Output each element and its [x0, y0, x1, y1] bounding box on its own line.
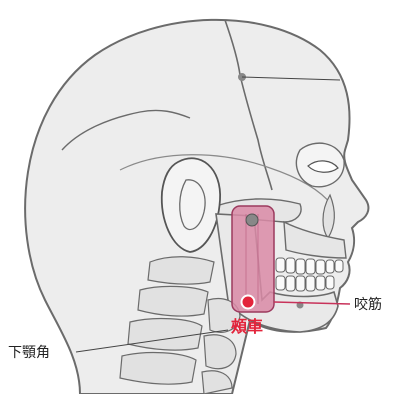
masseter-label: 咬筋 — [354, 298, 382, 312]
mandible-angle-label: 下顎角 — [8, 346, 50, 360]
acupoint-label: 頰車 — [231, 319, 263, 335]
upper-teeth — [276, 258, 343, 274]
acupoint-upper-marker — [246, 214, 258, 226]
acupoint-jiache-marker — [242, 296, 255, 309]
